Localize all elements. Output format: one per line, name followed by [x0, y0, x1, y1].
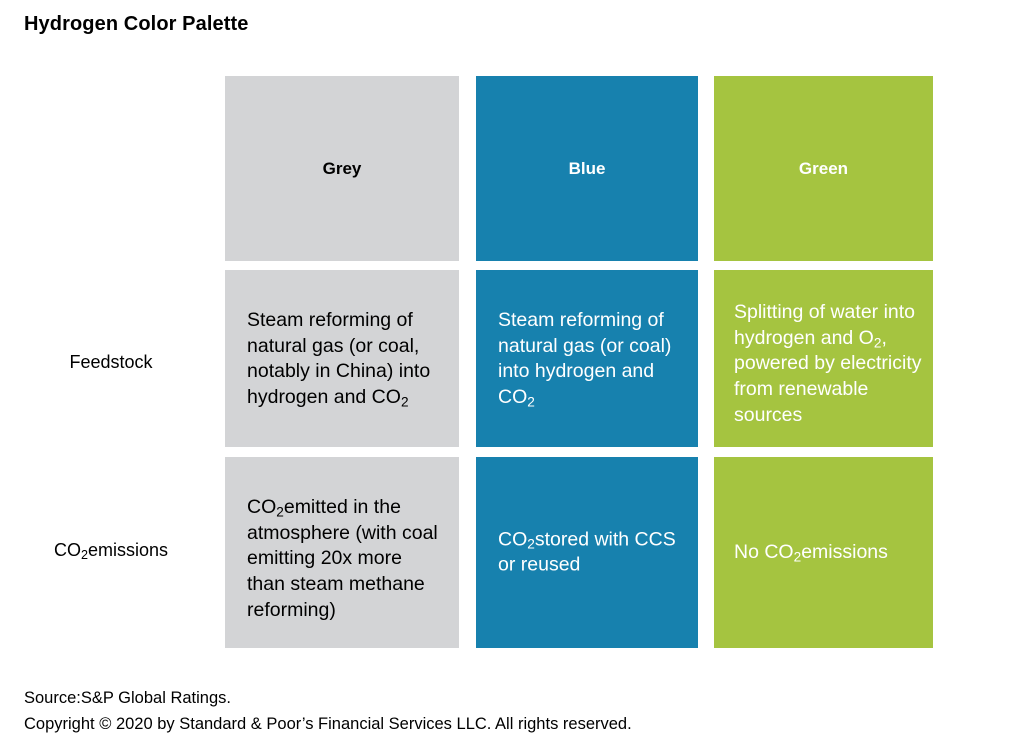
cell-feedstock-grey-text: Steam reforming of natural gas (or coal,… — [247, 308, 445, 411]
row-label-emissions-prefix: CO — [53, 540, 81, 560]
cell-emissions-green-text: No CO2emissions — [734, 540, 923, 566]
row-label-feedstock-text: Feedstock — [69, 352, 153, 372]
cell-text-part2: stored with CCS or reused — [498, 527, 676, 576]
cell-emissions-grey-text: CO2emitted in the atmosphere (with coal … — [247, 495, 445, 624]
cell-text-part1: CO — [498, 527, 528, 550]
row-label-emissions-sub: 2 — [80, 548, 88, 563]
cell-text-sub: 2 — [527, 394, 535, 410]
cell-text-part1: Steam reforming of natural gas (or coal,… — [247, 309, 431, 409]
cell-text-part1: No CO — [734, 540, 794, 563]
header-label-grey: Grey — [322, 158, 362, 178]
cell-feedstock-blue[interactable]: Steam reforming of natural gas (or coal)… — [476, 270, 698, 447]
cell-text-sub: 2 — [400, 394, 409, 410]
cell-feedstock-green-text: Splitting of water into hydrogen and O2,… — [734, 300, 923, 429]
page-title: Hydrogen Color Palette — [24, 13, 249, 35]
footer-copyright: Copyright © 2020 by Standard & Poor’s Fi… — [24, 714, 632, 733]
header-cell-blue[interactable]: Blue — [476, 76, 698, 261]
palette-matrix: Feedstock CO2emissions Grey Blue Green S… — [0, 76, 1024, 650]
cell-feedstock-blue-text: Steam reforming of natural gas (or coal)… — [498, 308, 684, 411]
cell-text-sub: 2 — [527, 536, 535, 552]
row-label-feedstock: Feedstock — [0, 351, 222, 374]
cell-text-sub: 2 — [793, 548, 802, 564]
cell-emissions-blue-text: CO2stored with CCS or reused — [498, 527, 684, 578]
cell-text-part1: CO — [247, 496, 277, 518]
header-cell-green[interactable]: Green — [714, 76, 933, 261]
footer-source: Source:S&P Global Ratings. — [24, 689, 231, 707]
footer: Source:S&P Global Ratings. Copyright © 2… — [24, 686, 632, 737]
cell-text-part1: Splitting of water into hydrogen and O — [734, 301, 916, 349]
cell-feedstock-grey[interactable]: Steam reforming of natural gas (or coal,… — [225, 270, 459, 447]
cell-text-part2: emissions — [801, 540, 888, 563]
cell-emissions-blue[interactable]: CO2stored with CCS or reused — [476, 457, 698, 648]
cell-emissions-grey[interactable]: CO2emitted in the atmosphere (with coal … — [225, 457, 459, 648]
cell-text-sub: 2 — [276, 504, 284, 520]
header-label-green: Green — [798, 158, 849, 178]
cell-text-part2: , powered by electricity from renewable … — [734, 326, 922, 426]
row-label-emissions-suffix: emissions — [87, 540, 169, 560]
header-label-blue: Blue — [568, 158, 606, 178]
cell-emissions-green[interactable]: No CO2emissions — [714, 457, 933, 648]
cell-text-part2: emitted in the atmosphere (with coal emi… — [247, 496, 438, 621]
cell-text-part1: Steam reforming of natural gas (or coal)… — [498, 309, 672, 409]
cell-text-sub: 2 — [873, 335, 882, 350]
header-cell-grey[interactable]: Grey — [225, 76, 459, 261]
row-label-emissions: CO2emissions — [0, 539, 222, 562]
cell-feedstock-green[interactable]: Splitting of water into hydrogen and O2,… — [714, 270, 933, 447]
